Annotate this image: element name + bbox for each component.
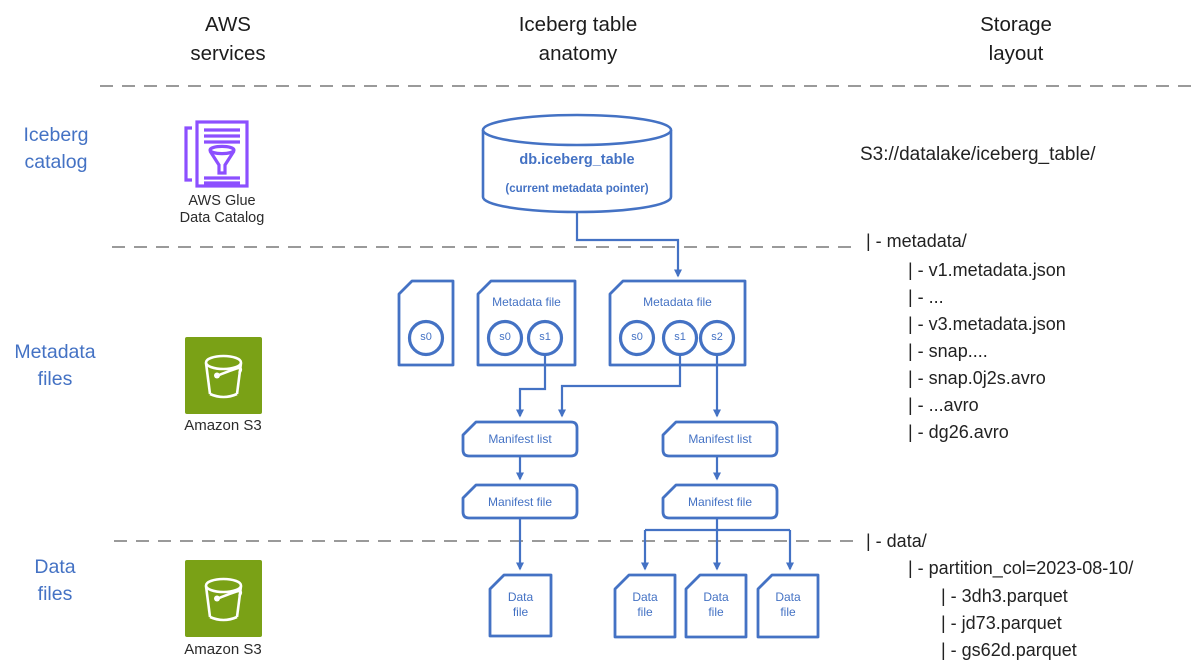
data-file-2-label: Data file [632, 590, 658, 619]
manifest-list-left-label: Manifest list [488, 432, 552, 446]
connector-f2s1-to-manifestlist-left [516, 355, 547, 418]
s3-caption-data: Amazon S3 [184, 641, 262, 658]
snapshot-label-f2-s1: s1 [539, 331, 551, 343]
manifest-file-right-shape [661, 483, 779, 520]
column-header-storage-layout: Storage layout [980, 13, 1052, 65]
manifest-file-left-shape [461, 483, 579, 520]
s3-bucket-icon-metadata [185, 337, 262, 414]
snapshot-label-f3-s2: s2 [711, 331, 723, 343]
column-header-aws-services: AWS services [190, 13, 266, 65]
storage-metadata-item: | - snap.... [908, 341, 988, 361]
connector-catalog-to-metadata3 [575, 212, 682, 278]
connector-f3s1-to-manifestlist-left [558, 355, 682, 418]
glue-data-catalog-icon [184, 120, 249, 188]
snapshot-circle-f2-s0 [486, 319, 524, 357]
metadata-file-2-label: Metadata file [492, 295, 561, 309]
manifest-file-right-label: Manifest file [687, 495, 753, 509]
storage-metadata-item: | - snap.0j2s.avro [908, 368, 1046, 388]
s3-bucket-icon-data [185, 560, 262, 637]
manifest-list-left-shape [461, 420, 579, 458]
snapshot-circle-f3-s0 [618, 319, 656, 357]
data-file-4-shape [756, 573, 820, 639]
row-label-metadata-files: Metadata files [14, 341, 96, 390]
storage-metadata-item: | - v3.metadata.json [908, 314, 1066, 334]
data-file-1-label: Data file [507, 590, 534, 619]
snapshot-circle-f1-s0 [407, 319, 445, 357]
storage-parquet-item: | - jd73.parquet [941, 613, 1062, 633]
manifest-list-right-label: Manifest list [688, 432, 752, 446]
storage-metadata-item: | - ... [908, 287, 944, 307]
catalog-table-name: db.iceberg_table [519, 152, 635, 168]
storage-metadata-item: | - dg26.avro [908, 422, 1009, 442]
s3-caption-metadata: Amazon S3 [184, 417, 262, 434]
snapshot-label-f1-s0: s0 [420, 331, 432, 343]
row-label-iceberg-catalog: Iceberg catalog [23, 124, 89, 173]
metadata-file-3-label: Metadata file [643, 295, 712, 309]
column-header-anatomy: Iceberg table anatomy [518, 13, 638, 65]
manifest-list-right-shape [661, 420, 779, 458]
storage-parquet-item: | - gs62d.parquet [941, 640, 1077, 660]
catalog-cylinder-shape [481, 113, 673, 214]
storage-metadata-item: | - ...avro [908, 395, 979, 415]
data-file-4-label: Data file [775, 590, 801, 619]
snapshot-circle-f3-s2 [698, 319, 736, 357]
manifest-file-left-label: Manifest file [487, 495, 553, 509]
metadata-file-2-shape [476, 279, 577, 367]
storage-data-dir: | - data/ [866, 531, 927, 551]
data-file-3-shape [684, 573, 748, 639]
snapshot-circle-f3-s1 [661, 319, 699, 357]
data-file-1-shape [488, 573, 553, 638]
snapshot-label-f3-s1: s1 [674, 331, 686, 343]
storage-metadata-dir: | - metadata/ [866, 231, 967, 251]
storage-partition-dir: | - partition_col=2023-08-10/ [908, 558, 1134, 578]
data-file-3-label: Data file [703, 590, 729, 619]
storage-root-path: S3://datalake/iceberg_table/ [860, 144, 1096, 165]
catalog-pointer-note: (current metadata pointer) [505, 183, 649, 195]
data-file-2-shape [613, 573, 677, 639]
snapshot-circle-f2-s1 [526, 319, 564, 357]
snapshot-label-f2-s0: s0 [499, 331, 511, 343]
glue-data-catalog-caption: AWS Glue Data Catalog [179, 193, 265, 226]
storage-parquet-item: | - 3dh3.parquet [941, 586, 1068, 606]
snapshot-label-f3-s0: s0 [631, 331, 643, 343]
row-label-data-files: Data files [34, 556, 76, 605]
storage-metadata-item: | - v1.metadata.json [908, 260, 1066, 280]
